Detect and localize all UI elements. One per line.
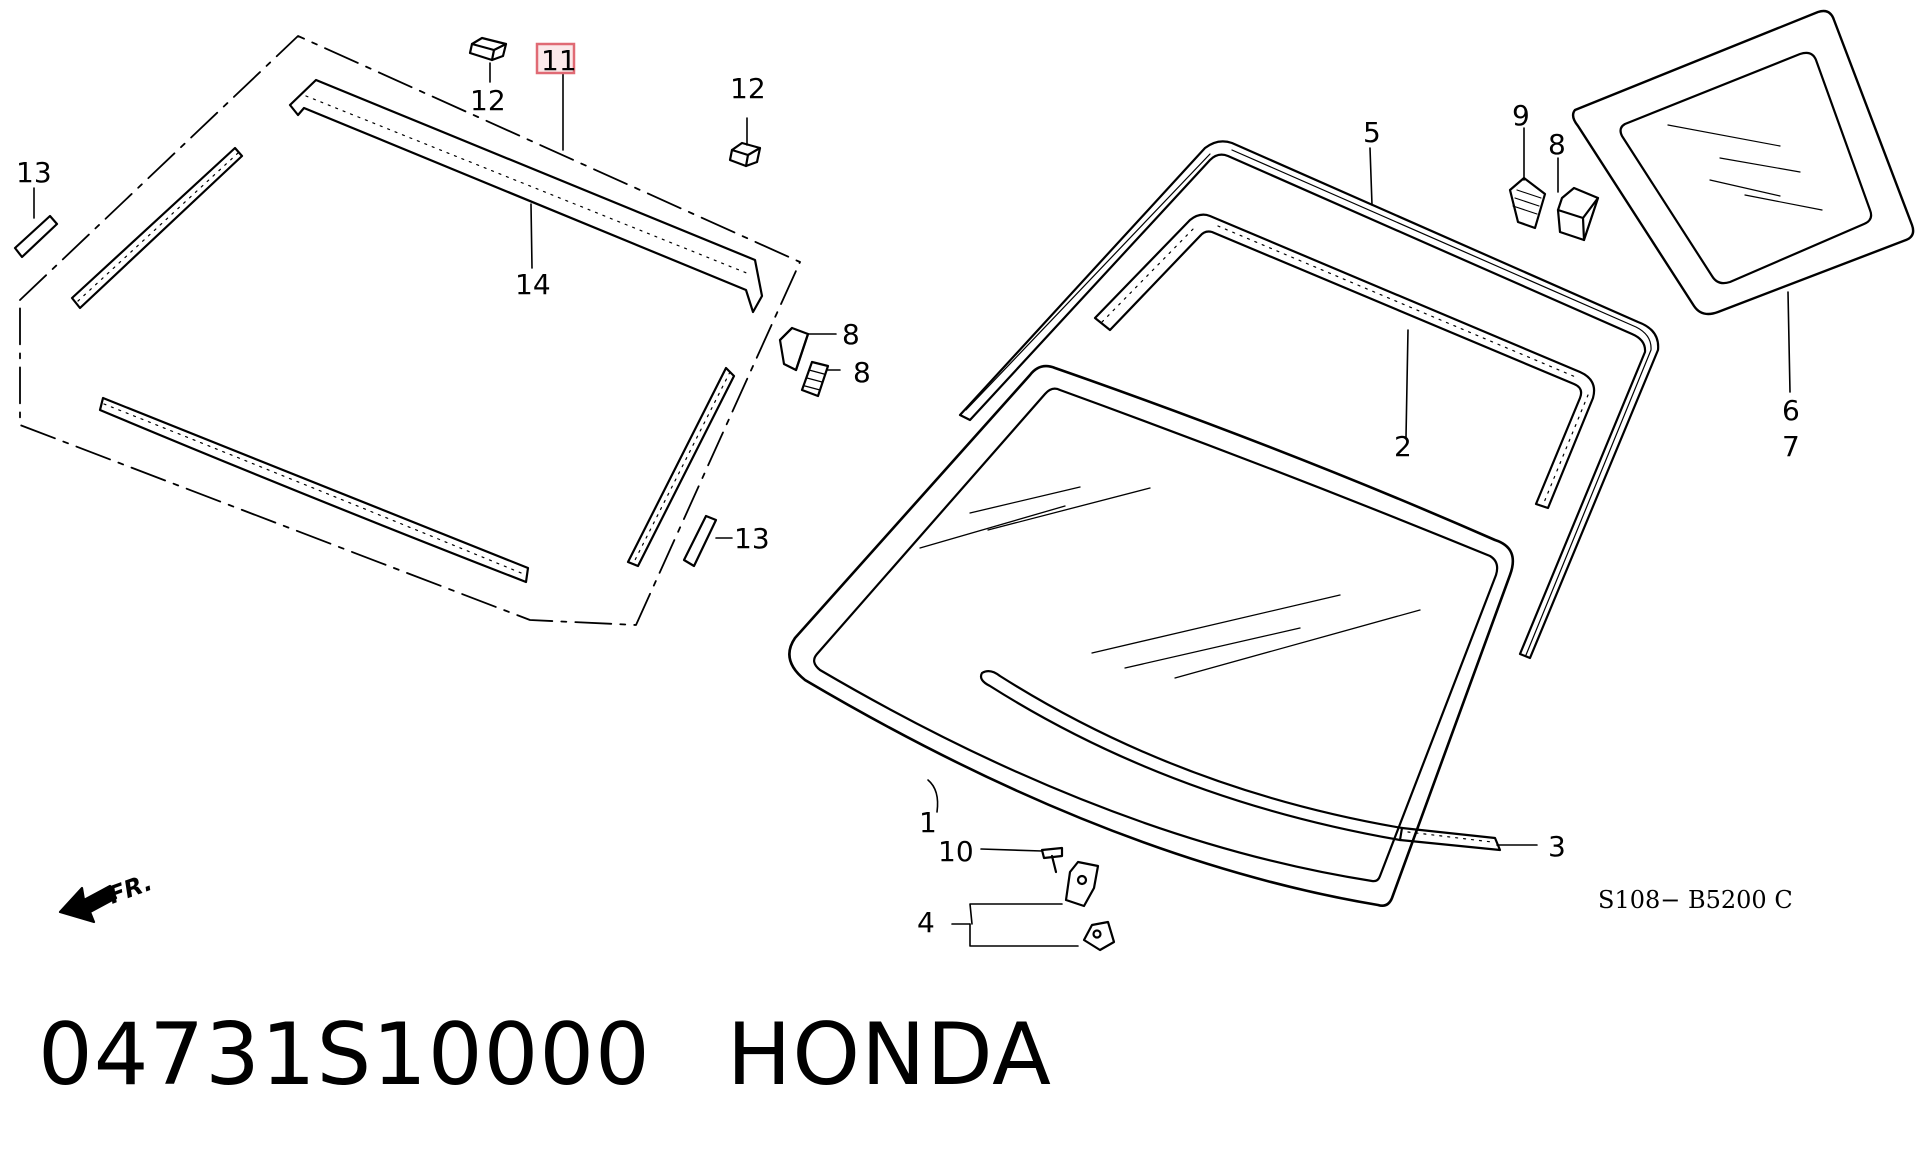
callout-8-right[interactable]: 8 xyxy=(1548,128,1566,161)
pad-part-13-right xyxy=(682,514,718,568)
spacer-part-8-upper xyxy=(778,326,810,372)
callout-3[interactable]: 3 xyxy=(1548,830,1566,863)
front-arrow-label: FR. xyxy=(104,868,155,910)
callout-8-upper[interactable]: 8 xyxy=(842,318,860,351)
upper-molding-part-14 xyxy=(288,78,764,314)
callout-8-lower[interactable]: 8 xyxy=(853,356,871,389)
brand-name: HONDA xyxy=(726,1005,1052,1105)
part-number: 04731S10000 xyxy=(38,1005,651,1105)
retainer-part-9 xyxy=(1508,176,1547,230)
front-direction-arrow xyxy=(58,884,118,924)
callout-2[interactable]: 2 xyxy=(1394,430,1412,463)
bolt-part-10 xyxy=(1040,846,1064,874)
callout-labels: 1 2 3 4 5 6 7 8 8 8 9 10 11 12 12 13 13 … xyxy=(16,44,1800,939)
callout-6[interactable]: 6 xyxy=(1782,394,1800,427)
callout-4[interactable]: 4 xyxy=(917,906,935,939)
pad-part-13-left xyxy=(13,214,59,259)
block-part-12-right xyxy=(728,141,762,168)
outer-frame-part-5 xyxy=(958,140,1660,660)
callout-10[interactable]: 10 xyxy=(938,835,974,868)
callout-1[interactable]: 1 xyxy=(919,806,937,839)
quarter-glass-reflections xyxy=(1667,124,1823,211)
leader-lines-left xyxy=(33,62,841,539)
block-part-12-left xyxy=(468,36,508,62)
callout-7[interactable]: 7 xyxy=(1782,430,1800,463)
highlight-box-11 xyxy=(535,42,576,75)
callout-12-left[interactable]: 12 xyxy=(470,84,506,117)
clip-part-4-lower xyxy=(1082,920,1116,952)
callout-13-left[interactable]: 13 xyxy=(16,156,52,189)
part-caption: 04731S10000 HONDA xyxy=(38,1005,1052,1105)
spacer-part-8-lower xyxy=(800,360,830,398)
diagram-reference-code: S108− B5200 C xyxy=(1598,886,1793,914)
quarter-glass-part-6-7 xyxy=(1571,9,1915,316)
callout-9[interactable]: 9 xyxy=(1512,99,1530,132)
leader-lines-right xyxy=(927,127,1791,947)
inner-frame-part-2 xyxy=(1093,213,1596,510)
lower-seal-part-3 xyxy=(1398,826,1502,852)
lower-molding xyxy=(98,396,530,584)
callout-12-right[interactable]: 12 xyxy=(730,72,766,105)
callout-5[interactable]: 5 xyxy=(1363,116,1381,149)
callout-14[interactable]: 14 xyxy=(515,268,551,301)
clip-part-4-upper xyxy=(1064,860,1100,908)
left-side-molding xyxy=(70,146,244,310)
spacer-part-8-right xyxy=(1556,186,1600,242)
right-side-molding xyxy=(626,366,736,568)
callout-11[interactable]: 11 xyxy=(541,44,577,77)
windshield-glass-part-1 xyxy=(788,364,1515,907)
callout-13-right[interactable]: 13 xyxy=(734,522,770,555)
exploded-group-boundary xyxy=(19,35,801,626)
glass-inner-molding xyxy=(979,669,1404,842)
glass-reflections xyxy=(919,486,1421,679)
